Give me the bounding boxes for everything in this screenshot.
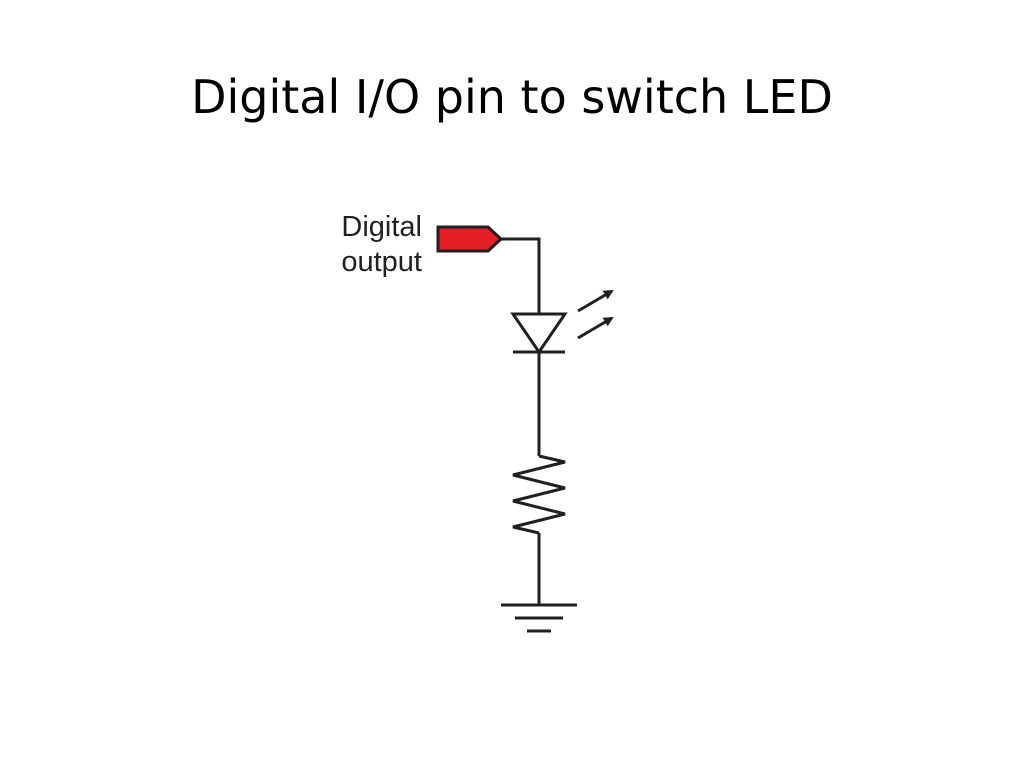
wire-pin-to-led — [501, 237, 541, 314]
resistor-symbol — [512, 454, 566, 535]
led-triangle — [510, 312, 568, 355]
led-symbol — [510, 289, 614, 355]
slide-title: Digital I/O pin to switch LED — [191, 70, 833, 124]
light-emission-arrow-1 — [577, 289, 614, 313]
pin-label-line-2: output — [341, 246, 422, 278]
pin-label-line-1: Digital — [341, 211, 422, 243]
digital-output-label: Digital output — [300, 210, 422, 280]
ground-symbol — [501, 603, 577, 633]
digital-output-pin — [436, 225, 504, 253]
light-emission-arrow-2 — [577, 316, 614, 340]
